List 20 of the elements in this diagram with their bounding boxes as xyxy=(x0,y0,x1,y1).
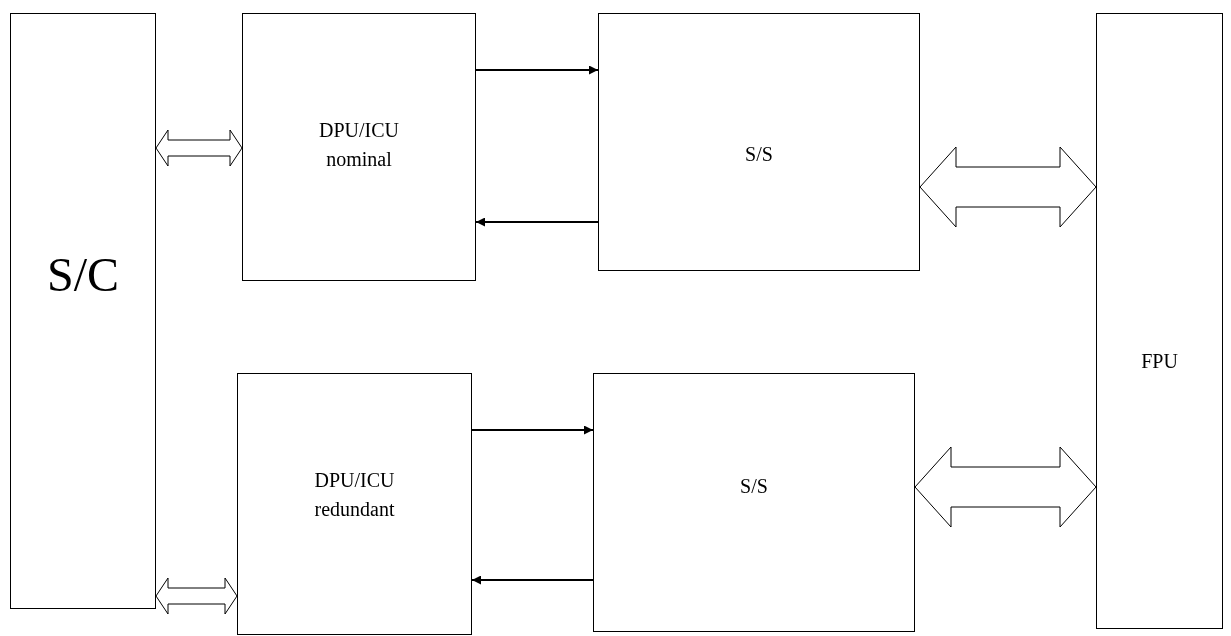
arrow xyxy=(472,425,593,435)
double-arrow xyxy=(914,446,1097,528)
block-label: S/C xyxy=(46,247,119,303)
double-arrow xyxy=(155,577,238,615)
block-label: DPU/ICU redundant xyxy=(313,468,396,522)
double-arrow xyxy=(155,129,243,167)
block-label: S/S xyxy=(745,142,773,167)
block-box xyxy=(1096,13,1223,629)
double-arrow xyxy=(919,146,1097,228)
arrow xyxy=(472,575,593,585)
block-label: DPU/ICU nominal xyxy=(318,118,400,172)
block-label: FPU xyxy=(1141,349,1178,374)
arrow xyxy=(476,217,598,227)
arrow xyxy=(476,65,598,75)
block-box xyxy=(593,373,915,632)
block-label: S/S xyxy=(740,474,768,499)
block-box xyxy=(598,13,920,271)
block-box xyxy=(242,13,476,281)
block-box xyxy=(10,13,156,609)
block-box xyxy=(237,373,472,635)
